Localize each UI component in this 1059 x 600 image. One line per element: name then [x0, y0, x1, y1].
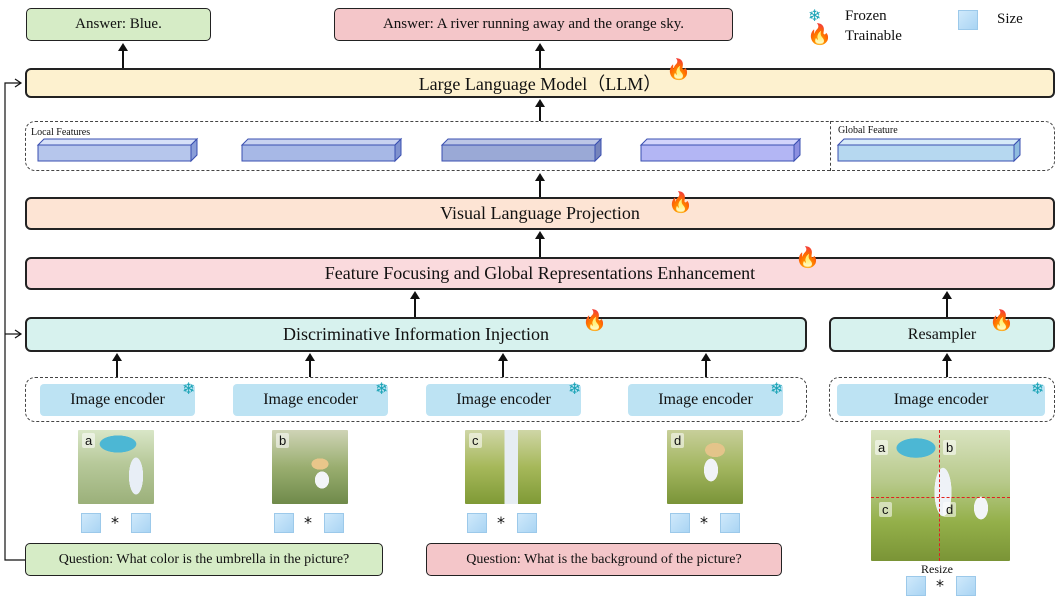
- full-size-h: [956, 576, 976, 596]
- features-container: [25, 121, 1055, 171]
- full-size-op: *: [936, 576, 944, 595]
- question-right-text: Question: What is the background of the …: [466, 551, 742, 567]
- question-left-text: Question: What color is the umbrella in …: [58, 551, 350, 567]
- global-feature-label: Global Feature: [838, 125, 898, 136]
- crop-image-a: a: [78, 430, 154, 504]
- image-encoder-4: Image encoder: [628, 384, 783, 416]
- crop-a-size-w: [81, 513, 101, 533]
- trainable-legend-icon: 🔥: [807, 24, 832, 46]
- vlp-trainable-icon: 🔥: [668, 192, 693, 214]
- crop-c-size-op: *: [497, 513, 505, 532]
- image-encoder-1: Image encoder: [40, 384, 195, 416]
- full-image-label-c: c: [879, 502, 892, 517]
- crop-a-size-op: *: [111, 513, 119, 532]
- answer-left-text: Answer: Blue.: [75, 16, 162, 32]
- crop-d-size-op: *: [700, 513, 708, 532]
- image-encoder-5: Image encoder: [837, 384, 1045, 416]
- frozen-legend-label: Frozen: [845, 8, 887, 24]
- image-encoder-3-label: Image encoder: [456, 391, 551, 408]
- local-encoders-container: [25, 377, 807, 422]
- answer-left: Answer: Blue.: [26, 8, 211, 41]
- question-left: Question: What color is the umbrella in …: [25, 543, 383, 576]
- image-encoder-1-label: Image encoder: [70, 391, 165, 408]
- dii-trainable-icon: 🔥: [582, 310, 607, 332]
- full-image-label-d: d: [943, 502, 957, 517]
- ffgre-trainable-icon: 🔥: [795, 247, 820, 269]
- crop-image-b: b: [272, 430, 348, 504]
- llm-trainable-icon: 🔥: [666, 59, 691, 81]
- local-features-label: Local Features: [31, 127, 91, 138]
- image-encoder-2-label: Image encoder: [263, 391, 358, 408]
- size-legend-square: [958, 10, 978, 30]
- crop-d-size-w: [670, 513, 690, 533]
- image-encoder-3: Image encoder: [426, 384, 581, 416]
- resize-label: Resize: [921, 562, 953, 576]
- vlp-box: Visual Language Projection: [25, 197, 1055, 230]
- question-right: Question: What is the background of the …: [426, 543, 782, 576]
- features-divider: [830, 121, 831, 171]
- full-size-w: [906, 576, 926, 596]
- resampler-box: Resampler: [829, 317, 1055, 352]
- ffgre-box: Feature Focusing and Global Representati…: [25, 257, 1055, 290]
- crop-c-size-w: [467, 513, 487, 533]
- global-feature-bar: [836, 137, 1022, 163]
- crop-label-c: c: [469, 433, 482, 448]
- crop-b-size-w: [274, 513, 294, 533]
- resampler-trainable-icon: 🔥: [989, 310, 1014, 332]
- llm-box: Large Language Model（LLM）: [25, 68, 1055, 98]
- local-feature-bar-2: [240, 137, 403, 163]
- image-encoder-4-label: Image encoder: [658, 391, 753, 408]
- local-feature-bar-3: [440, 137, 603, 163]
- frozen-legend-icon: ❄: [808, 6, 822, 25]
- full-image-label-a: a: [875, 440, 889, 455]
- dii-label: Discriminative Information Injection: [283, 324, 549, 344]
- image-encoder-2: Image encoder: [233, 384, 388, 416]
- vlp-label: Visual Language Projection: [440, 203, 640, 223]
- crop-label-b: b: [276, 433, 290, 448]
- crop-image-c: c: [465, 430, 541, 504]
- full-image-horizontal-split: [871, 497, 1010, 498]
- ffgre-label: Feature Focusing and Global Representati…: [324, 263, 756, 283]
- answer-right-text: Answer: A river running away and the ora…: [382, 16, 685, 32]
- feature-bars: [36, 137, 1022, 163]
- answer-right: Answer: A river running away and the ora…: [334, 8, 733, 41]
- crop-d-size-h: [720, 513, 740, 533]
- image-encoder-5-frozen-icon: ❄: [1031, 379, 1045, 398]
- crop-label-d: d: [671, 433, 685, 448]
- llm-label: Large Language Model（LLM）: [418, 74, 662, 94]
- size-legend-label: Size: [997, 11, 1023, 27]
- image-encoder-2-frozen-icon: ❄: [375, 379, 389, 398]
- dii-box: Discriminative Information Injection: [25, 317, 807, 352]
- crop-c-size-h: [517, 513, 537, 533]
- crop-image-d: d: [667, 430, 743, 504]
- image-encoder-1-frozen-icon: ❄: [182, 379, 196, 398]
- crop-label-a: a: [82, 433, 96, 448]
- local-feature-bar-4: [639, 137, 802, 163]
- image-encoder-3-frozen-icon: ❄: [568, 379, 582, 398]
- trainable-legend-label: Trainable: [845, 28, 902, 44]
- local-feature-bar-1: [36, 137, 199, 163]
- image-encoder-5-label: Image encoder: [893, 391, 989, 408]
- question-feedback-connector: [4, 78, 25, 561]
- full-image-label-b: b: [943, 440, 957, 455]
- crop-a-size-h: [131, 513, 151, 533]
- global-encoder-container: [829, 377, 1055, 422]
- resampler-label: Resampler: [907, 325, 977, 343]
- crop-b-size-h: [324, 513, 344, 533]
- image-encoder-4-frozen-icon: ❄: [770, 379, 784, 398]
- full-image-vertical-split: [939, 430, 940, 561]
- full-image: a b c d: [871, 430, 1010, 561]
- crop-b-size-op: *: [304, 513, 312, 532]
